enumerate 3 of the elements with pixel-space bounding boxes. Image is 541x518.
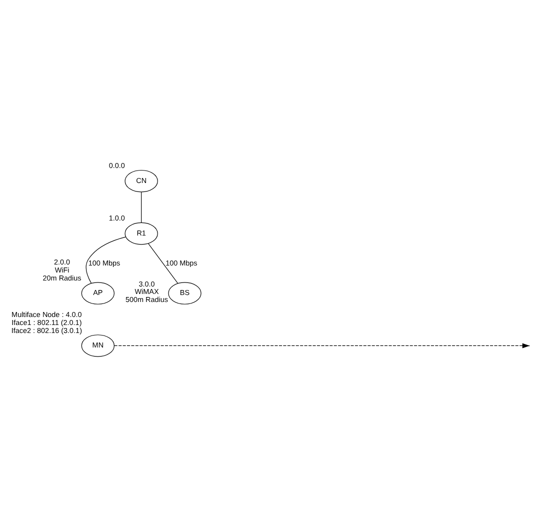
connector — [148, 242, 178, 284]
connector — [141, 191, 142, 222]
connector — [86, 236, 126, 283]
